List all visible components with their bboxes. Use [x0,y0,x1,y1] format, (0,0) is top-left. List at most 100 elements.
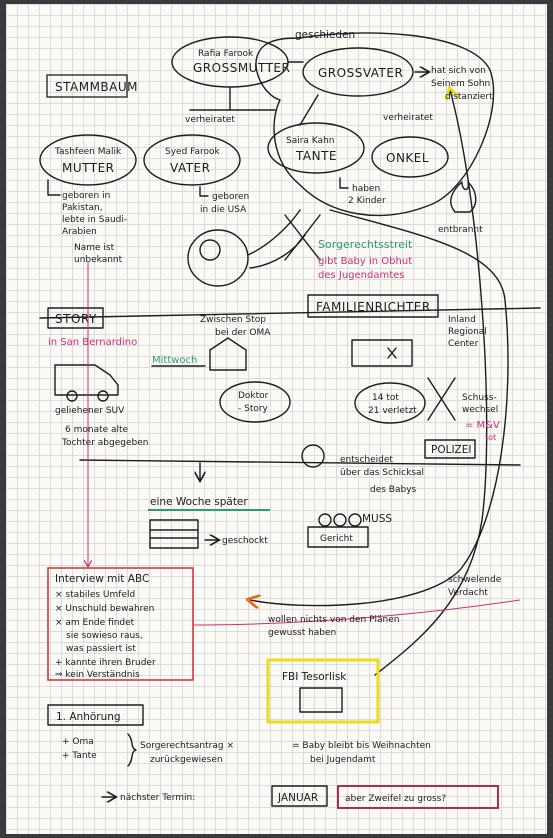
laptop-icon [299,687,343,713]
doctor-story-1: Doktor [238,391,269,401]
mother-info-5: Name ist [74,243,115,253]
motion-1: Sorgerechtsantrag × [140,741,234,751]
smoldering-1: schwelende [448,575,502,585]
interview-title: Interview mit ABC [55,573,149,585]
burnt-label: entbrannt [438,225,483,235]
aunt-name: Saira Kahn [286,136,334,146]
fbi-label: FBI Tesorlisk [282,671,347,683]
fire-icon [450,181,477,213]
hands-icon [247,209,306,269]
court-box [307,526,369,548]
result-1: = Baby bleibt bis Weihnachten [292,741,431,751]
uncle-bubble [371,136,449,178]
married-right-label: verheiratet [383,113,433,123]
decides-2: über das Schicksal [340,468,424,478]
mother-info-1: geboren in [62,191,110,201]
stop-1: Zwischen Stop [200,315,266,325]
doubt-label: aber Zweifel zu gross? [345,794,446,804]
married-left-label: verheiratet [185,115,235,125]
doctor-story-2: - Story [238,404,269,414]
center-1: Inland [448,315,476,325]
victims-bubble [354,382,426,424]
grandfather-role: GROSSVATER [318,66,403,80]
custody-detail-2: des Jugendamtes [318,270,405,281]
court-person-icon [318,513,332,527]
mother-info-3: lebte in Saudi- [62,215,127,225]
notebook-page [6,4,547,834]
father-info-2: in die USA [200,205,247,215]
doctor-story-bubble [219,381,291,423]
mother-info-6: unbekannt [74,255,123,265]
result-2: bei Jugendamt [310,755,376,765]
shootout-1: Schuss- [462,393,497,403]
interview-item-4: sie sowieso raus, [66,631,143,641]
divorced-label: geschieden [295,29,355,41]
interview-item-5: was passiert ist [66,644,136,654]
aunt-bubble [267,122,365,174]
location-label: in San Bernardino [48,337,137,348]
decides-3: des Babys [370,485,417,495]
center-3: Center [448,339,479,349]
interview-item-2: × Unschuld bewahren [55,604,154,614]
motion-2: zurückgewiesen [150,755,223,765]
aunt-role: TANTE [295,149,337,163]
house-icon [209,337,247,371]
father-info-1: geboren [212,192,249,202]
mother-bubble [39,134,137,186]
interview-item-3: × am Ende findet [55,618,135,628]
father-name: Syed Farook [165,147,221,157]
father-bubble [143,134,241,186]
police-label: POLIZEI [431,444,471,456]
grandmother-role: GROSSMUTTER [193,61,290,75]
wednesday-label: Mittwoch [152,355,197,366]
shocked-label: geschockt [222,536,268,546]
dead-label: tot [485,433,496,442]
flag-icon [149,519,199,549]
shootout-result: = M&V [465,420,500,431]
story-timeline [39,307,541,319]
father-role: VATER [170,161,210,175]
shootout-icon [427,377,456,421]
week-later-label: eine Woche später [150,496,248,508]
distanced-3: distanziert [445,92,493,102]
yellow-line [374,90,488,676]
smoldering-2: Verdacht [448,588,488,598]
next-term-label: nächster Termin: [120,793,195,803]
victims-1: 14 tot [372,393,399,403]
uncle-info-1: haben [352,184,380,194]
no-knowledge-2: gewusst haben [268,628,336,638]
baby-icon [187,229,249,287]
court-label: Gericht [320,534,353,544]
distanced-1: hat sich von [431,66,486,76]
party-oma: + Oma [62,737,94,747]
party-tante: + Tante [62,751,97,761]
mother-info-4: Arabien [62,227,97,237]
grandfather-bubble [302,47,414,97]
title-box [46,74,128,98]
victims-2: 21 verletzt [368,406,417,416]
uncle-info-2: 2 Kinder [348,196,386,206]
rented-suv-label: geliehener SUV [55,406,125,416]
custody-dispute: Sorgerechtsstreit [318,238,413,251]
shootout-2: wechsel [462,405,498,415]
custody-detail-1: gibt Baby in Obhut [318,256,412,267]
no-knowledge-1: wollen nichts von den Plänen [268,615,400,625]
fbi-box [266,658,380,724]
must-label: MUSS [362,513,392,525]
grandmother-name: Rafia Farook [198,49,254,59]
stop-2: bei der OMA [215,328,271,338]
uncle-role: ONKEL [386,151,429,165]
baby-left-2: Tochter abgegeben [61,438,148,448]
interview-item-1: × stabiles Umfeld [55,590,135,600]
orange-loop [250,32,509,606]
doubt-box [337,785,499,809]
page-title: STAMMBAUM [55,80,138,94]
baby-left-1: 6 monate alte [65,425,129,435]
story-label: STORY [55,312,97,326]
mother-name: Tashfeen Malik [54,147,122,157]
interview-item-6: + kannte ihren Bruder [55,658,156,668]
hearing-label: 1. Anhörung [56,711,121,723]
mother-role: MUTTER [62,161,115,175]
mother-info-2: Pakistan, [62,203,103,213]
